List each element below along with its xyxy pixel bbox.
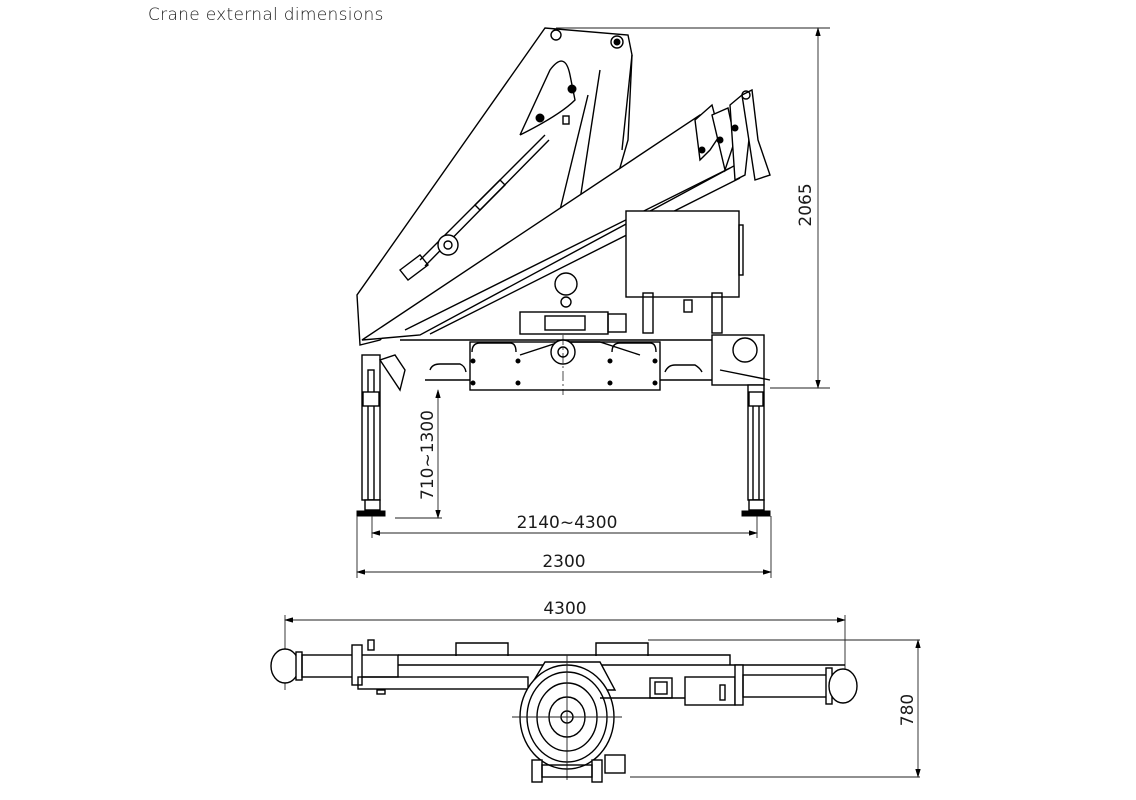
depth-label: 780 — [898, 694, 918, 726]
left-outrigger-arm — [270, 639, 529, 695]
total-height-label: 2065 — [796, 183, 816, 226]
inner-boom — [356, 27, 633, 346]
dimension-depth: 780 — [630, 639, 921, 778]
lift-cylinder — [399, 134, 550, 281]
dimension-total-height: 2065 — [556, 27, 830, 389]
dimension-base-width: 2300 — [356, 516, 772, 578]
outrigger-span-label: 2140~4300 — [517, 513, 618, 533]
drawing-title: Crane external dimensions — [148, 5, 384, 25]
base-width-label: 2300 — [542, 552, 585, 572]
left-outrigger-leg — [356, 354, 406, 517]
slew-housing — [400, 311, 720, 341]
swivel-disc — [554, 272, 578, 296]
slew-motor — [711, 334, 771, 386]
max-length-label: 4300 — [543, 599, 586, 619]
top-view: 4300 — [270, 599, 921, 783]
oil-tank — [625, 210, 744, 334]
right-outrigger-leg — [741, 384, 771, 517]
dimension-base-height: 710~1300 — [395, 389, 442, 519]
dimension-outrigger-span: 2140~4300 — [371, 513, 758, 538]
side-view: 2065 710~1300 2140~4300 2300 — [356, 27, 830, 578]
outer-boom — [361, 88, 771, 341]
base-frame — [425, 335, 720, 395]
handle-left — [455, 642, 509, 656]
base-height-label: 710~1300 — [418, 410, 438, 500]
right-outrigger-arm — [600, 664, 858, 706]
slewing-ring — [512, 655, 626, 783]
handle-right — [595, 642, 649, 656]
